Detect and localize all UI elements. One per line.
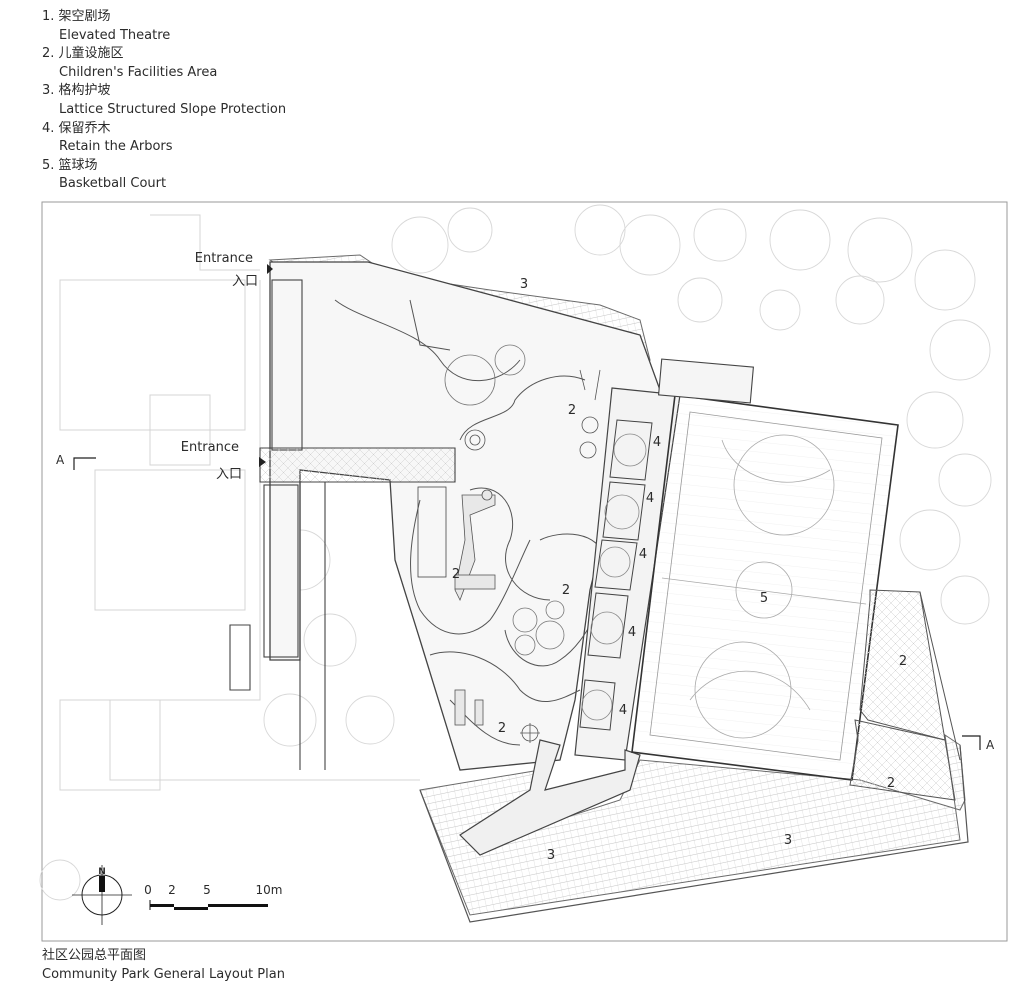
legend-item-2-zh: 2. 儿童设施区 [42,46,124,62]
zone-label: 2 [498,721,506,736]
zone-label: 4 [653,435,661,450]
legend-item-1-en: Elevated Theatre [59,27,171,43]
section-mark-east-label: A [986,738,995,752]
legend-item-4-zh: 4. 保留乔木 [42,120,111,136]
plan-frame [41,201,1008,942]
zone-label: 3 [547,848,555,863]
zone-label: 2 [899,654,907,669]
west-walkway [229,279,456,770]
children-area-circles [444,344,565,656]
scale-bar: 0 2 5 10m [144,883,282,910]
playground-equipment [417,369,601,743]
arbor-trees [581,433,647,721]
scale-tick-2: 2 [168,883,176,897]
entrance-arrow-west [259,457,266,467]
scale-tick-0: 0 [144,883,152,897]
legend-item-3-en: Lattice Structured Slope Protection [59,101,287,117]
entrance-west-en: Entrance [181,440,239,455]
scale-tick-5: 5 [203,883,211,897]
entrance-arrow-north [267,264,273,274]
legend-item-3-zh: 3. 格构护坡 [42,83,111,99]
entrance-west-zh: 入口 [216,467,242,482]
court-markings [661,434,867,739]
zone-label: 3 [784,833,792,848]
legend: 1. 架空剧场 Elevated Theatre 2. 儿童设施区 Childr… [42,8,286,194]
zone-label: 4 [628,625,636,640]
context-buildings [59,214,420,791]
arbor-boxes [579,419,653,731]
zone-label: 5 [760,591,768,606]
zone-label: 3 [520,277,528,292]
caption-zh: 社区公园总平面图 [42,948,147,963]
legend-item-5-en: Basketball Court [59,176,167,192]
elevated-theatre-ramp [459,739,641,856]
zone-labels: 3 2 4 4 4 2 2 5 4 2 4 2 2 3 3 [452,277,907,863]
zone-label: 2 [568,403,576,418]
legend-item-5-zh: 5. 篮球场 [42,157,98,173]
scale-tick-10m: 10m [256,883,283,897]
zone-label: 2 [562,583,570,598]
zone-label: 4 [646,491,654,506]
entrance-north-zh: 入口 [232,274,258,289]
zone-label: 4 [619,703,627,718]
legend-item-4-en: Retain the Arbors [59,139,173,155]
caption-en: Community Park General Layout Plan [42,967,285,982]
north-arrow-icon: N [72,865,132,925]
legend-item-2-en: Children's Facilities Area [59,64,218,80]
section-mark-west: A [56,453,96,470]
zone-label: 4 [639,547,647,562]
north-label: N [98,867,106,877]
caption: 社区公园总平面图 Community Park General Layout P… [42,946,285,984]
section-mark-east: A [962,735,995,752]
legend-item-1-zh: 1. 架空剧场 [42,9,111,24]
entrance-north-en: Entrance [195,251,253,266]
section-mark-west-label: A [56,453,65,467]
zone-label: 2 [887,776,895,791]
north-stair [658,358,754,404]
zone-label: 2 [452,567,460,582]
